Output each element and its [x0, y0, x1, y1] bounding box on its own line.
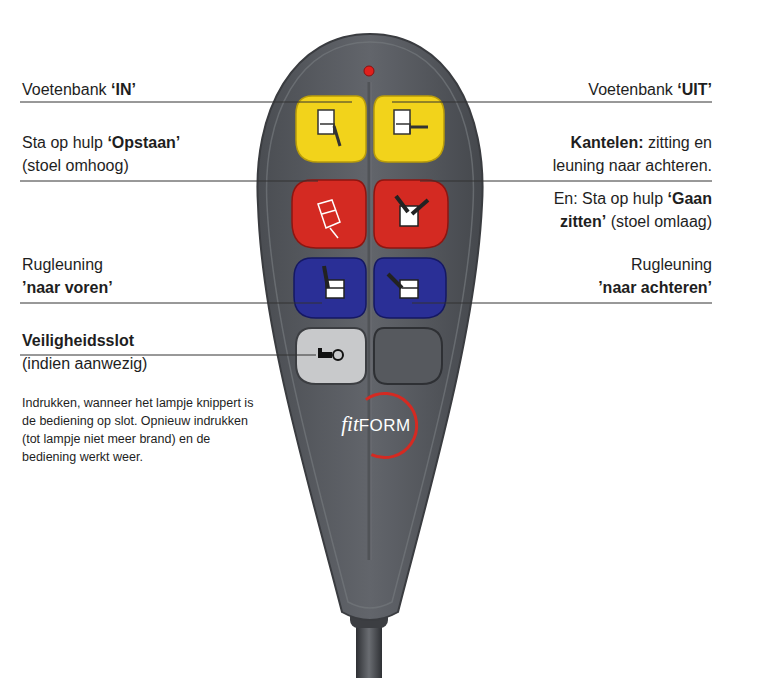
brand-logo-text: fit	[341, 412, 359, 436]
remote-rim	[267, 42, 474, 608]
back-backward-button	[374, 258, 446, 318]
blank-button	[374, 328, 442, 384]
callout-label: (indien aanwezig)	[22, 352, 252, 375]
label-group: Voetenbank ‘IN’	[22, 78, 252, 101]
key-icon	[318, 348, 343, 360]
label-group: Voetenbank ‘UIT’	[492, 78, 712, 101]
label-group: Rugleuning’naar achteren’	[492, 253, 712, 299]
leader-line	[412, 303, 712, 304]
callout-label: En: Sta op hulp	[554, 190, 663, 207]
callout-label: Sta op hulp	[22, 134, 103, 151]
label-group: Indrukken, wanneer het lampje knippert i…	[22, 394, 257, 466]
remote-body	[257, 34, 482, 620]
callout-label: Kantelen:	[571, 134, 644, 151]
callout-label: ‘UIT’	[677, 81, 712, 98]
footrest-in-button	[296, 96, 366, 162]
callout-label: ‘IN’	[111, 81, 136, 98]
center-groove	[371, 82, 372, 560]
leader-line	[392, 102, 712, 103]
leader-lines	[20, 102, 712, 355]
chair-icon	[396, 196, 428, 226]
callout-label: Voetenbank	[22, 81, 107, 98]
tilt-sit-button	[374, 180, 448, 248]
label-group: Kantelen: zitting en leuning naar achter…	[527, 131, 712, 177]
callout-label: ’naar voren’	[22, 276, 252, 299]
leader-line	[20, 303, 322, 304]
brand-logo: fitFORM	[341, 413, 411, 437]
center-groove	[368, 82, 371, 560]
label-group: Veiligheidsslot(indien aanwezig)	[22, 329, 252, 375]
label-group: Sta op hulp ‘Opstaan’ (stoel omhoog)	[22, 131, 252, 177]
callout-label: Indrukken, wanneer het lampje knippert i…	[22, 396, 253, 464]
footrest-out-button	[374, 96, 444, 162]
callout-label: ‘Opstaan’	[107, 134, 180, 151]
led	[364, 66, 374, 76]
chair-icon	[394, 110, 428, 134]
back-forward-button	[294, 258, 366, 318]
safety-lock-button	[296, 328, 366, 384]
callout-label: Veiligheidsslot	[22, 329, 252, 352]
callout-label: (stoel omhoog)	[22, 154, 252, 177]
callout-label: ’naar achteren’	[492, 276, 712, 299]
callout-label: Voetenbank	[588, 81, 673, 98]
chair-icon	[388, 274, 418, 298]
chair-icon	[318, 110, 340, 146]
leader-line	[420, 181, 712, 182]
stand-up-button	[292, 180, 366, 248]
brand-logo-text: FORM	[359, 416, 411, 435]
callout-label: Rugleuning	[22, 253, 252, 276]
chair-icon	[324, 266, 344, 298]
callout-label: Rugleuning	[492, 253, 712, 276]
callout-label: (stoel omlaag)	[611, 213, 712, 230]
chair-icon	[318, 200, 340, 238]
label-group: Rugleuning’naar voren’	[22, 253, 252, 299]
label-group: En: Sta op hulp ‘Gaan zitten’ (stoel oml…	[527, 187, 712, 233]
leader-line	[20, 102, 352, 103]
leader-line	[20, 181, 318, 182]
